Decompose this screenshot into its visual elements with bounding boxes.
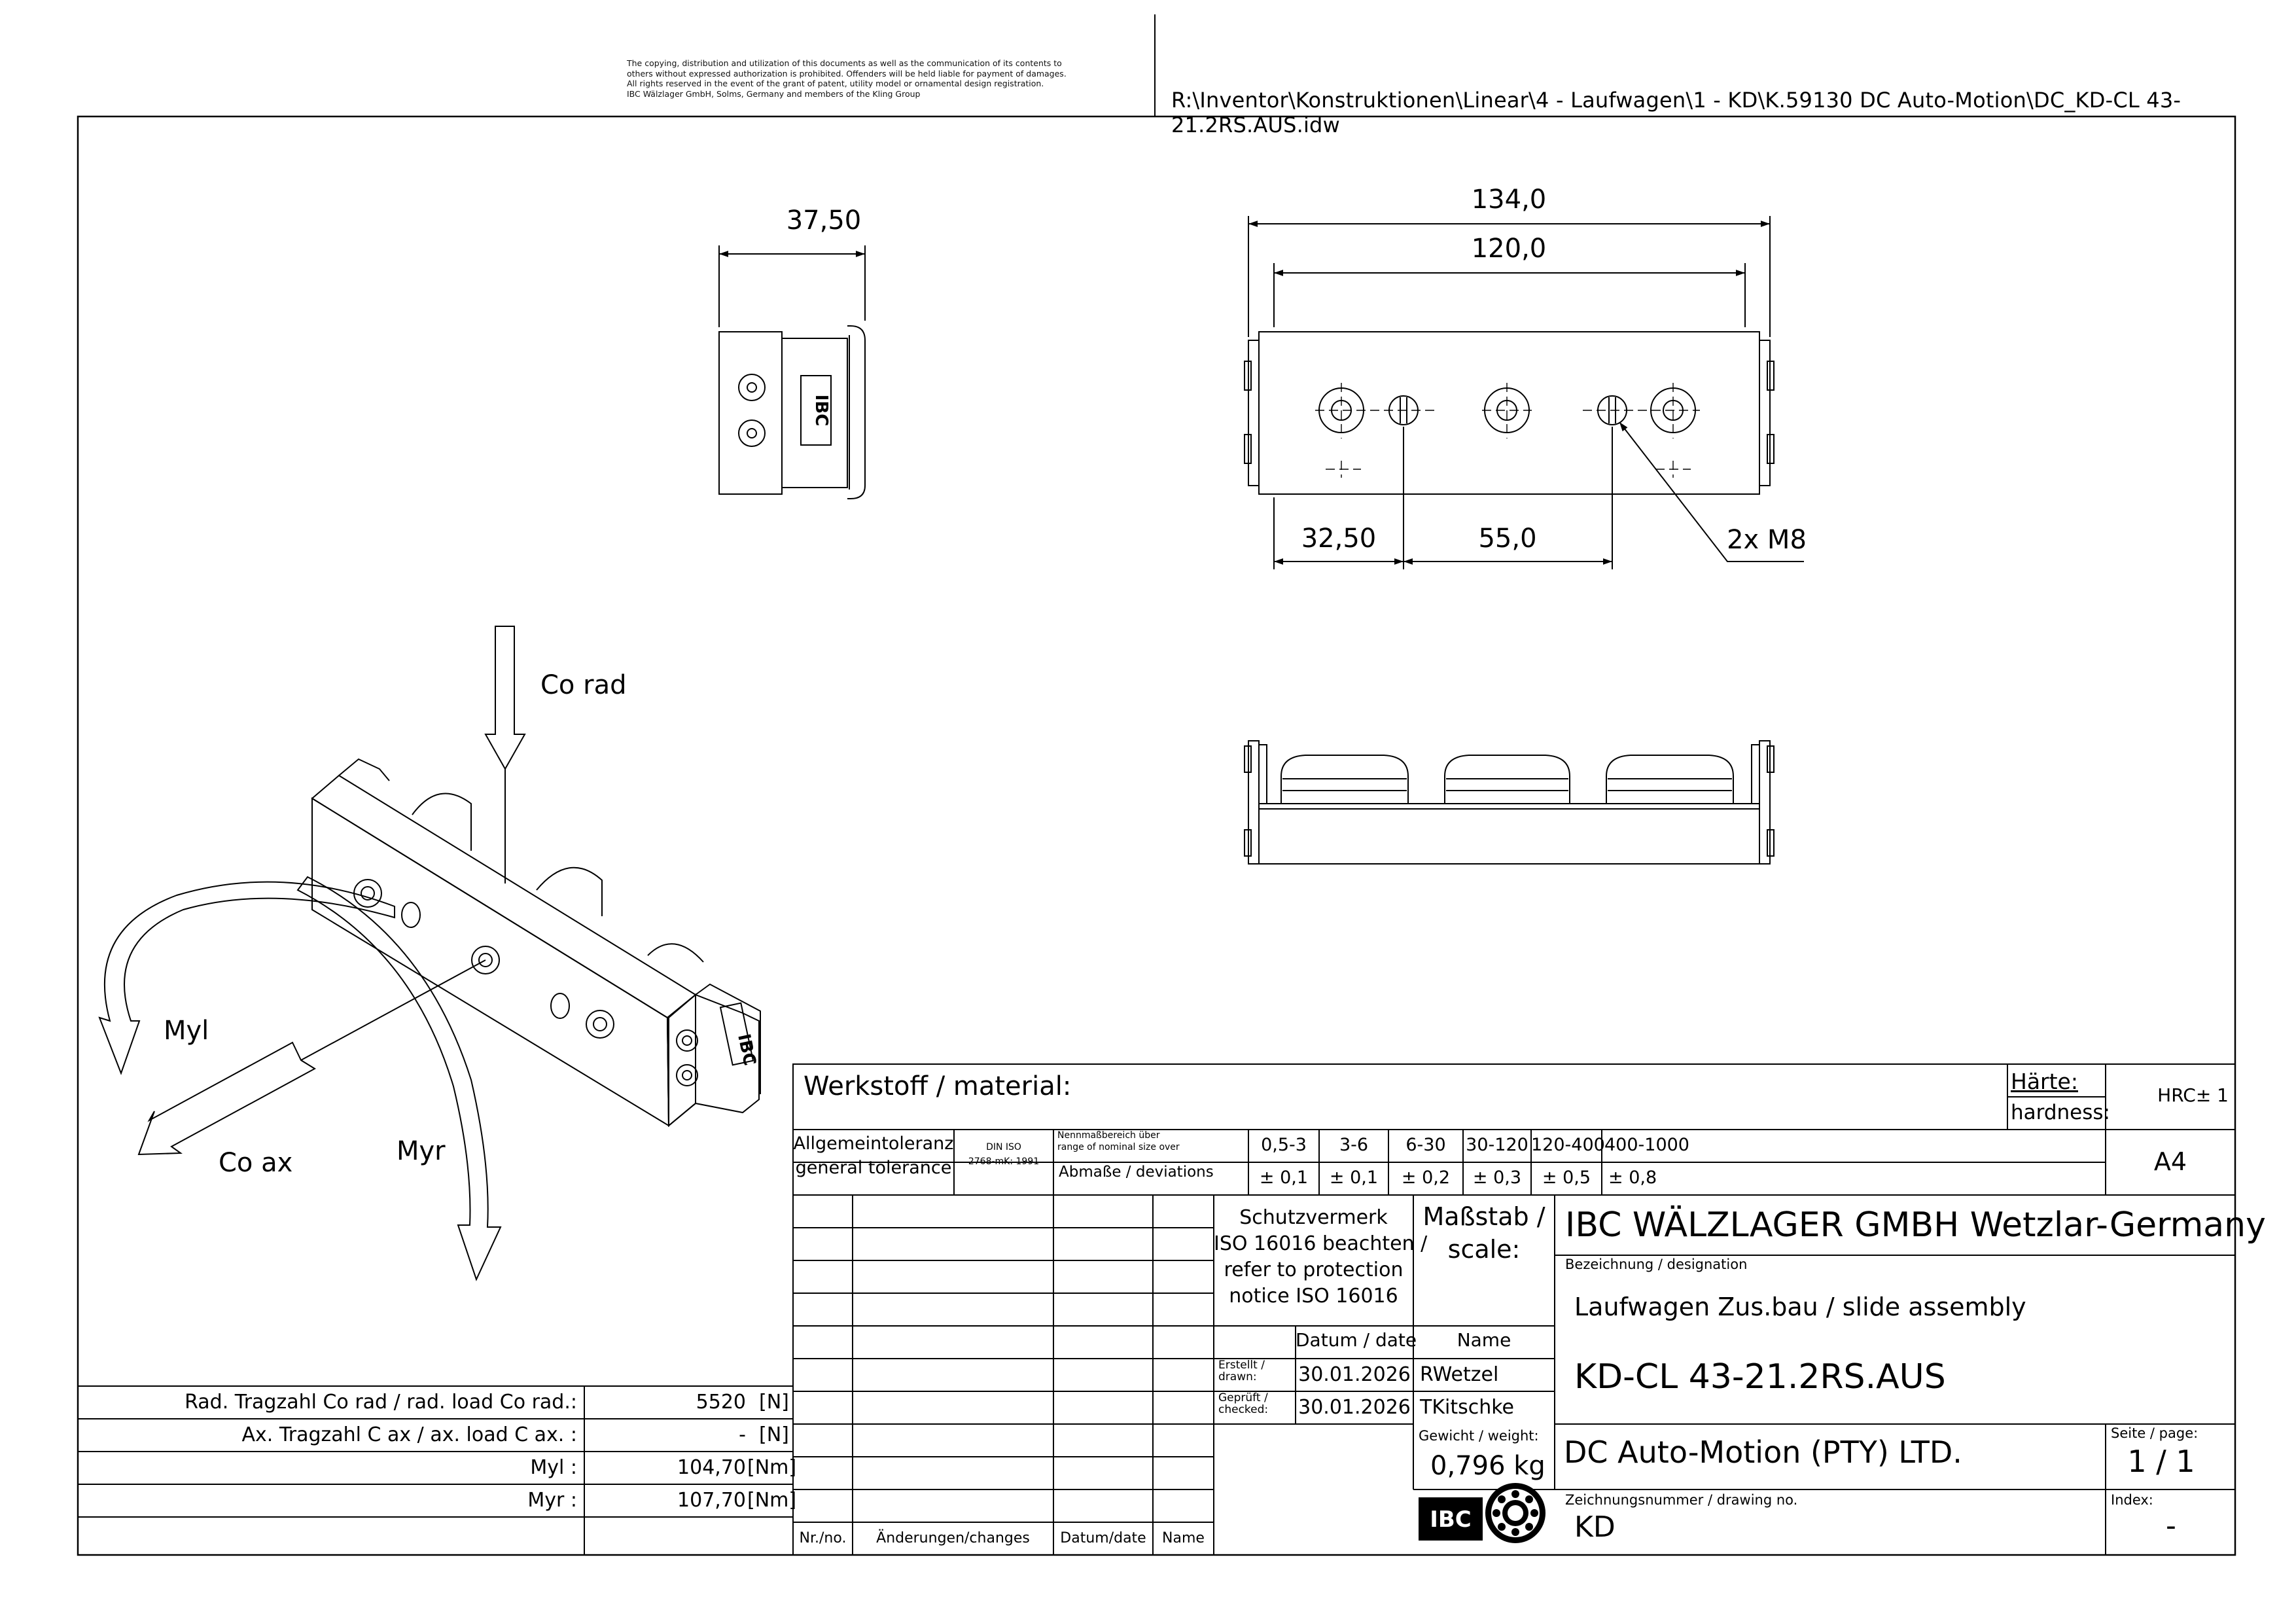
load-unit: [Nm]: [747, 1489, 797, 1512]
customer-name: DC Auto-Motion (PTY) LTD.: [1564, 1435, 1962, 1470]
revision-header: Name: [1162, 1530, 1205, 1546]
name-header: Name: [1457, 1329, 1511, 1351]
load-label: Ax. Tragzahl C ax / ax. load C ax. :: [241, 1423, 577, 1446]
designation-label: Bezeichnung / designation: [1565, 1257, 1748, 1272]
material-label: Werkstoff / material:: [804, 1071, 1072, 1101]
copyright-line: The copying, distribution and utilizatio…: [627, 58, 1062, 68]
drawn-label: Erstellt /: [1218, 1359, 1265, 1372]
load-value: 107,70: [677, 1489, 746, 1512]
load-label: Myr :: [527, 1489, 577, 1512]
revision-header: Nr./no.: [799, 1530, 847, 1546]
drawing-no: KD: [1574, 1510, 1616, 1544]
copyright-line: IBC Wälzlager GmbH, Solms, Germany and m…: [627, 88, 921, 99]
checked-name: TKitschke: [1420, 1396, 1514, 1419]
protection-line: refer to protection: [1224, 1258, 1404, 1281]
tolerance-std-2: 2768-mK: 1991: [968, 1156, 1040, 1167]
tolerance-en: general tolerance: [795, 1158, 952, 1178]
deviation-cell: ± 0,3: [1472, 1168, 1522, 1188]
dim-offset-1: 32,50: [1301, 524, 1377, 554]
label-co-ax: Co ax: [219, 1148, 292, 1178]
load-unit: [Nm]: [747, 1456, 797, 1479]
protection-line: Schutzvermerk: [1239, 1206, 1388, 1229]
paper-size: A4: [2153, 1147, 2187, 1176]
drawn-name: RWetzel: [1420, 1363, 1499, 1386]
dim-offset-2: 55,0: [1478, 524, 1536, 554]
revision-header: Änderungen/changes: [876, 1530, 1030, 1546]
index-value: -: [2166, 1509, 2176, 1543]
front-view: [1244, 216, 1804, 569]
page-number: 1 / 1: [2127, 1444, 2195, 1479]
revision-header: Datum/date: [1060, 1530, 1146, 1546]
protection-line: notice ISO 16016: [1229, 1285, 1398, 1308]
checked-date: 30.01.2026: [1298, 1396, 1411, 1419]
hardness-value: HRC± 1: [2157, 1084, 2229, 1106]
weight-value: 0,796 kg: [1430, 1451, 1545, 1481]
range-cell: 30-120: [1466, 1135, 1528, 1155]
ibc-logo: IBC: [1419, 1483, 1545, 1543]
load-table-lines: [78, 1385, 793, 1555]
deviation-cell: ± 0,1: [1329, 1168, 1379, 1188]
logo-text-iso: IBC: [733, 1032, 759, 1067]
end-view: [718, 245, 866, 499]
copyright-line: All rights reserved in the event of the …: [627, 79, 1044, 89]
range-cell: 400-1000: [1604, 1135, 1689, 1155]
drawing-no-label: Zeichnungsnummer / drawing no.: [1565, 1492, 1798, 1508]
range-de: Nennmaßbereich über: [1057, 1130, 1160, 1141]
drawn-date: 30.01.2026: [1298, 1363, 1411, 1386]
scale-label: scale:: [1447, 1235, 1521, 1264]
label-myl: Myl: [164, 1016, 209, 1046]
copyright-line: others without expressed authorization i…: [627, 68, 1067, 79]
range-cell: 6-30: [1405, 1135, 1446, 1155]
title-block-lines: [792, 1063, 2236, 1556]
deviation-cell: ± 0,8: [1608, 1168, 1657, 1188]
label-co-rad: Co rad: [540, 670, 626, 700]
deviation-cell: ± 0,5: [1542, 1168, 1591, 1188]
load-unit: [N]: [759, 1391, 789, 1414]
date-header: Datum / date: [1296, 1329, 1417, 1351]
copyright-notice: The copying, distribution and utilizatio…: [627, 58, 1150, 99]
protection-line: ISO 16016 beachten /: [1214, 1232, 1428, 1255]
deviations-label: Abmaße / deviations: [1059, 1164, 1214, 1181]
tolerance-std-1: DIN ISO: [986, 1142, 1021, 1152]
deviation-cell: ± 0,2: [1401, 1168, 1451, 1188]
thread-callout: 2x M8: [1727, 525, 1807, 555]
dim-side-width: 37,50: [786, 205, 862, 236]
hardness-en: hardness:: [2011, 1101, 2110, 1124]
scale-label: Maßstab /: [1422, 1202, 1545, 1231]
index-label: Index:: [2111, 1492, 2153, 1508]
logo-text-end: IBC: [811, 395, 831, 427]
designation: Laufwagen Zus.bau / slide assembly: [1574, 1293, 2026, 1321]
load-value: 5520: [696, 1391, 746, 1414]
load-value: -: [739, 1423, 746, 1446]
weight-label: Gewicht / weight:: [1419, 1428, 1539, 1444]
load-value: 104,70: [677, 1456, 746, 1479]
range-cell: 120-400: [1531, 1135, 1605, 1155]
company-name: IBC WÄLZLAGER GMBH Wetzlar-Germany: [1565, 1205, 2266, 1245]
range-cell: 3-6: [1339, 1135, 1369, 1155]
drawn-label: drawn:: [1218, 1370, 1257, 1383]
deviation-cell: ± 0,1: [1259, 1168, 1309, 1188]
checked-label: checked:: [1218, 1403, 1269, 1416]
bottom-view: [1244, 740, 1775, 865]
file-path: R:\Inventor\Konstruktionen\Linear\4 - La…: [1171, 88, 2181, 137]
load-label: Rad. Tragzahl Co rad / rad. load Co rad.…: [185, 1391, 577, 1414]
load-unit: [N]: [759, 1423, 789, 1446]
range-en: range of nominal size over: [1057, 1142, 1180, 1152]
label-myr: Myr: [397, 1136, 446, 1166]
logo-text-block: IBC: [1430, 1507, 1472, 1533]
range-cell: 0,5-3: [1261, 1135, 1307, 1155]
part-number: KD-CL 43-21.2RS.AUS: [1574, 1357, 1946, 1397]
load-label: Myl :: [530, 1456, 577, 1479]
page-label: Seite / page:: [2111, 1425, 2199, 1441]
dim-hole-span: 120,0: [1472, 234, 1547, 264]
dim-overall-length: 134,0: [1472, 185, 1547, 215]
checked-label: Geprüft /: [1218, 1391, 1268, 1404]
hardness-de: Härte:: [2011, 1069, 2078, 1094]
drawing-border: [77, 115, 2236, 1556]
tolerance-de: Allgemeintoleranz: [793, 1133, 954, 1154]
isometric-view: [98, 626, 761, 1281]
